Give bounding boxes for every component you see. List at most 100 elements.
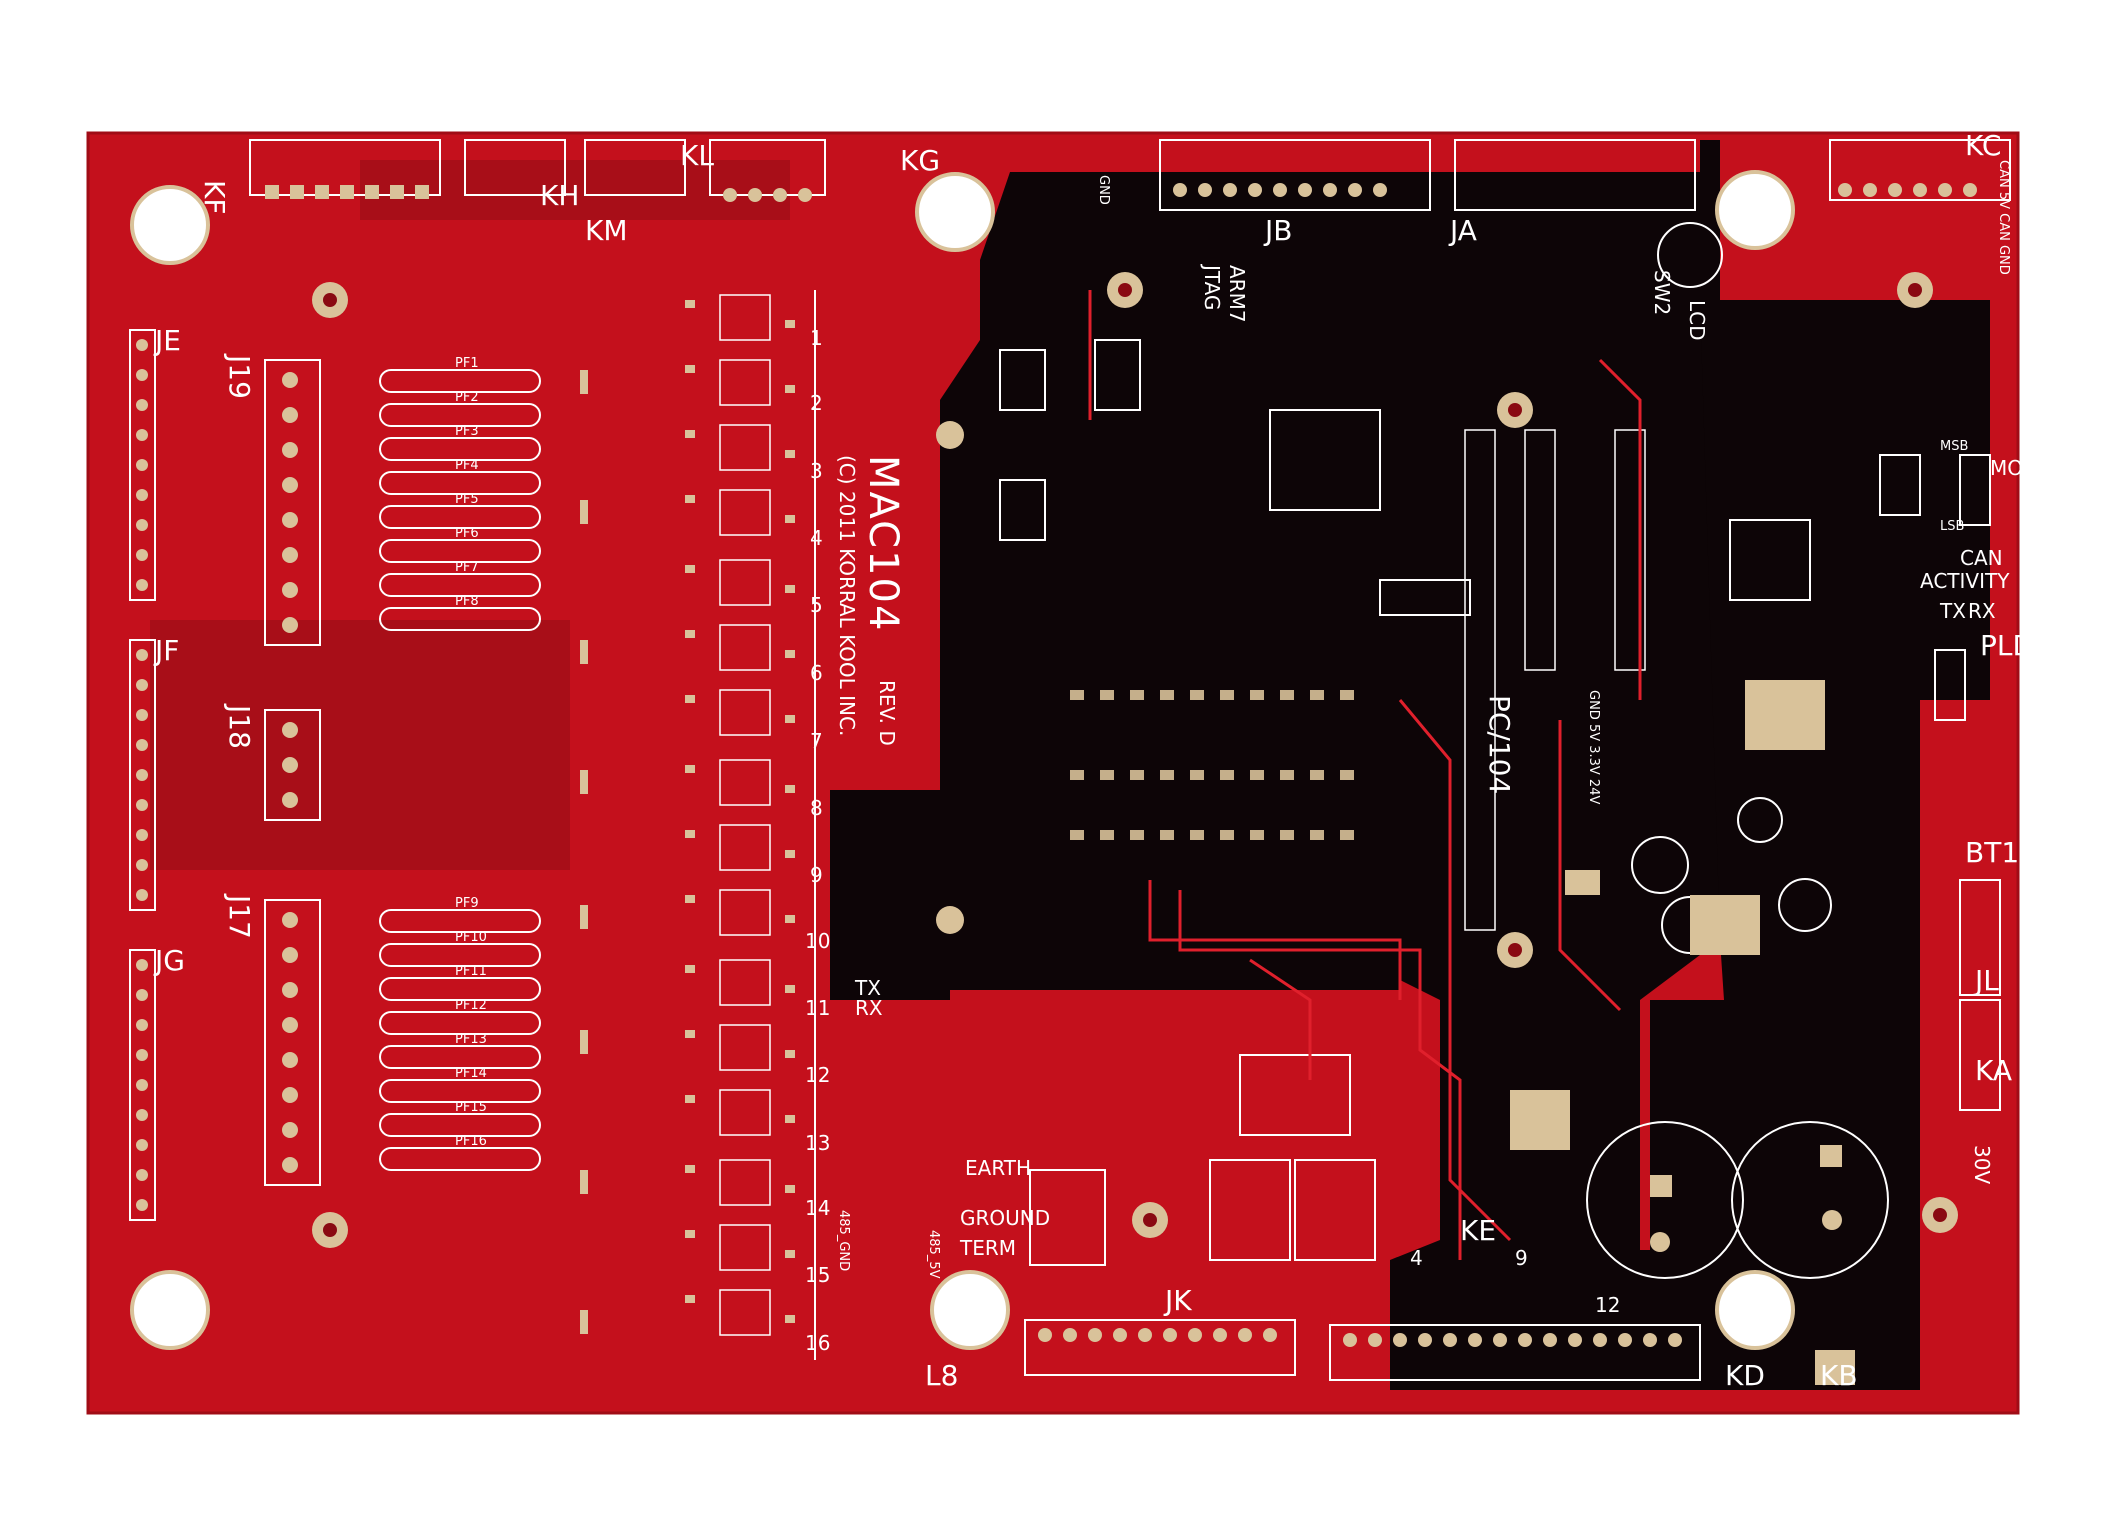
label-msb: MSB <box>1940 439 1968 454</box>
label-lcd: LCD <box>1685 300 1709 341</box>
ke-number: 12 <box>1595 1293 1620 1317</box>
label-rx-rs485: RX <box>855 996 883 1020</box>
label-mode: MODE <box>1990 456 2051 480</box>
label-kc: KC <box>1965 129 2001 162</box>
channel-number: 7 <box>810 729 823 753</box>
fuse-label: PF8 <box>455 594 479 609</box>
right-headers <box>1934 649 2001 1111</box>
label-pld: PLD JTAG <box>1980 629 2107 662</box>
fuse-label: PF7 <box>455 560 479 575</box>
bottom-headers <box>1024 1319 1701 1381</box>
fuse-label: PF4 <box>455 458 479 473</box>
label-lsb: LSB <box>1940 519 1964 534</box>
fuse-label: PF5 <box>455 492 479 507</box>
channel-number: 9 <box>810 863 823 887</box>
label-arm7: ARM7 <box>1225 265 1249 323</box>
channel-number: 6 <box>810 661 823 685</box>
channel-number: 16 <box>805 1331 830 1355</box>
label-kf: KF <box>198 180 231 214</box>
power-section <box>1510 680 1855 1385</box>
channel-number: 15 <box>805 1263 830 1287</box>
label-30v: 30V <box>1970 1145 1994 1184</box>
label-ja: JA <box>1448 214 1477 247</box>
channel-number: 12 <box>805 1063 830 1087</box>
pc104-header <box>1464 429 1646 931</box>
label-j18: J18 <box>223 703 256 749</box>
label-jk: JK <box>1163 1284 1192 1317</box>
label-ke: KE <box>1460 1214 1496 1247</box>
board-copyright: (C) 2011 KORRAL KOOL INC. <box>835 455 859 736</box>
label-pc104: PC/104 <box>1483 695 1516 794</box>
mounting-hole <box>915 172 995 252</box>
label-tx-rs485: TX <box>854 976 881 1000</box>
label-jtag: JTAG <box>1200 263 1224 310</box>
label-sw2: SW2 <box>1650 270 1674 315</box>
fuse-label: PF15 <box>455 1100 487 1115</box>
fuse-label: PF10 <box>455 930 487 945</box>
label-kg: KG <box>900 144 940 177</box>
channel-number: 1 <box>810 326 823 350</box>
label-gnd: GND <box>1096 175 1111 205</box>
ic-packages <box>999 339 1991 616</box>
label-can: CAN <box>1960 546 2003 570</box>
terminal-blocks <box>264 359 321 1186</box>
fuse-label: PF6 <box>455 526 479 541</box>
fuse-labels: PF1 PF2 PF3 PF4 PF5 PF6 PF7 PF8 PF9 PF10… <box>455 356 487 1149</box>
mounting-hole <box>130 185 210 265</box>
label-ka: KA <box>1975 1054 2012 1087</box>
channel-number: 3 <box>810 459 823 483</box>
label-kl: KL <box>680 139 714 172</box>
fuse-label: PF3 <box>455 424 479 439</box>
label-can5v: CAN 5V CAN GND <box>1996 160 2011 275</box>
mounting-holes <box>130 170 1795 1350</box>
label-l8: L8 <box>925 1359 958 1392</box>
board-title: MAC104 <box>860 455 906 632</box>
label-ground: GROUND <box>960 1206 1050 1230</box>
mounting-hole <box>1715 1270 1795 1350</box>
channel-number: 2 <box>810 391 823 415</box>
channel-number: 10 <box>805 929 830 953</box>
channel-number: 4 <box>810 526 823 550</box>
label-earth: EARTH <box>965 1156 1031 1180</box>
label-kh: KH <box>540 179 579 212</box>
ke-number: 9 <box>1515 1246 1528 1270</box>
fuse-label: PF11 <box>455 964 487 979</box>
fuse-label: PF12 <box>455 998 487 1013</box>
label-jb: JB <box>1263 214 1292 247</box>
label-activity: ACTIVITY <box>1920 569 2010 593</box>
channel-number: 13 <box>805 1131 830 1155</box>
label-jg: JG <box>153 944 185 977</box>
dark-region <box>830 140 1860 1390</box>
label-j19: J19 <box>223 353 256 399</box>
label-jf: JF <box>153 634 179 667</box>
mounting-hole <box>930 1270 1010 1350</box>
channel-number: 11 <box>805 996 830 1020</box>
ke-number: 4 <box>1410 1246 1423 1270</box>
label-term: TERM <box>959 1236 1016 1260</box>
fuse-label: PF1 <box>455 356 479 371</box>
fuse-outlines <box>379 369 541 1171</box>
label-km: KM <box>585 214 628 247</box>
label-485-5v: 485_5V <box>926 1230 941 1279</box>
channel-numbers: 1 2 3 4 5 6 7 8 9 10 11 12 13 14 15 16 <box>805 326 830 1355</box>
fuse-label: PF14 <box>455 1066 487 1081</box>
mounting-hole <box>1715 170 1795 250</box>
channel-number: 8 <box>810 796 823 820</box>
label-rx: RX <box>1968 599 1996 623</box>
label-kb: KB <box>1820 1359 1858 1392</box>
label-je: JE <box>153 324 181 357</box>
label-485-gnd: 485_GND <box>836 1210 851 1271</box>
mounting-hole <box>130 1270 210 1350</box>
fuse-label: PF9 <box>455 896 479 911</box>
left-headers <box>129 329 156 1221</box>
label-gnd5v: GND 5V 3.3V 24V <box>1586 690 1601 804</box>
channel-number: 5 <box>810 593 823 617</box>
traces <box>1088 290 1642 1260</box>
label-bt1: BT1 <box>1965 836 2019 869</box>
smd-pads <box>1070 690 1354 840</box>
fuse-label: PF13 <box>455 1032 487 1047</box>
fuse-label: PF16 <box>455 1134 487 1149</box>
channel-number: 14 <box>805 1196 830 1220</box>
label-j17: J17 <box>223 893 256 939</box>
